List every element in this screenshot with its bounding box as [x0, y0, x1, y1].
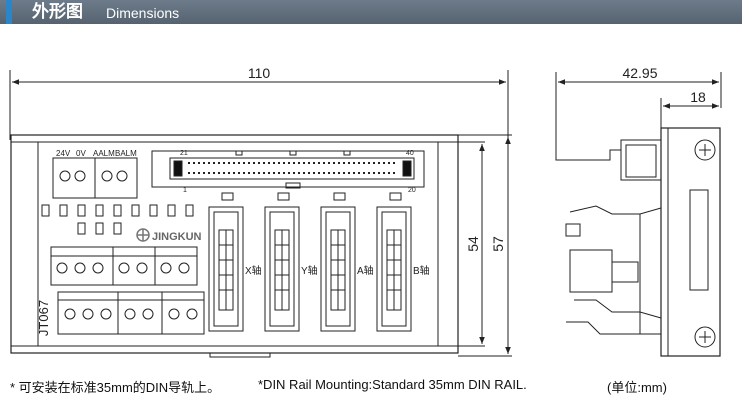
header-accent [6, 0, 12, 24]
axis-label-b: B轴 [413, 264, 430, 277]
led-row [41, 204, 194, 235]
din-clip-top [569, 205, 662, 215]
header-key [289, 150, 297, 156]
axis-connector-b [376, 206, 412, 332]
axis-led [221, 192, 234, 201]
din-rail-body [569, 249, 613, 293]
axis-connector-a [320, 206, 356, 332]
power-screw [74, 170, 86, 182]
rail-width-label: 18 [690, 89, 706, 105]
header-bar [0, 0, 742, 24]
pin-header-latch-left [173, 160, 183, 177]
pin-header-40 [151, 150, 425, 188]
side-window [689, 189, 709, 291]
side-top-connector [555, 128, 662, 181]
axis-label-a: A轴 [357, 264, 374, 277]
depth-label: 42.95 [622, 65, 657, 81]
header-key-bottom [285, 182, 301, 189]
header-title-cn: 外形图 [32, 2, 83, 21]
axis-connector-y [264, 206, 300, 332]
din-clip-base [566, 321, 661, 335]
din-hook [565, 223, 581, 237]
side-body [660, 127, 721, 357]
axis-label-x: X轴 [245, 264, 262, 277]
pin-label-20: 20 [408, 187, 416, 194]
model-label: JT067 [36, 300, 51, 336]
power-screw [59, 170, 71, 182]
power-screw [116, 170, 128, 182]
terminal-label-aalm: AALM [93, 149, 115, 158]
axis-led [389, 192, 402, 201]
front-view [9, 70, 512, 358]
unit-note: (单位:mm) [607, 380, 667, 395]
side-top-plug [625, 144, 657, 178]
din-clip-bottom [574, 299, 662, 319]
side-view [555, 72, 722, 357]
inner-height-label: 54 [465, 236, 481, 252]
mounting-note-en: *DIN Rail Mounting:Standard 35mm DIN RAI… [258, 377, 527, 392]
terminal-label-0v: 0V [76, 149, 86, 158]
din-latch [611, 261, 639, 283]
pin-header-latch-right [402, 160, 412, 177]
axis-led [277, 192, 290, 201]
terminal-block-bottom [57, 291, 205, 335]
brand-label: JINGKUN [152, 231, 202, 243]
screw-icon-top [694, 139, 716, 161]
outer-height-label: 57 [490, 236, 506, 252]
header-key [235, 150, 243, 156]
pin-label-1: 1 [183, 187, 187, 194]
pin-header-inner [169, 157, 415, 180]
header-key [343, 150, 351, 156]
axis-label-y: Y轴 [301, 264, 318, 277]
pin-label-21: 21 [180, 150, 188, 157]
width-label: 110 [248, 65, 271, 81]
header-title-en: Dimensions [106, 5, 180, 21]
jingkun-logo-icon [136, 228, 150, 242]
screw-icon-bottom [694, 326, 716, 348]
axis-connector-x [208, 206, 244, 332]
pin-label-40: 40 [406, 150, 414, 157]
mounting-note-cn: * 可安装在标准35mm的DIN导轨上。 [10, 380, 221, 395]
terminal-label-24v: 24V [56, 149, 71, 158]
module-body [10, 134, 459, 354]
axis-led [333, 192, 346, 201]
terminal-block-middle [50, 246, 198, 286]
terminal-label-balm: BALM [115, 149, 137, 158]
bottom-tab [209, 352, 271, 358]
power-screw [101, 170, 113, 182]
